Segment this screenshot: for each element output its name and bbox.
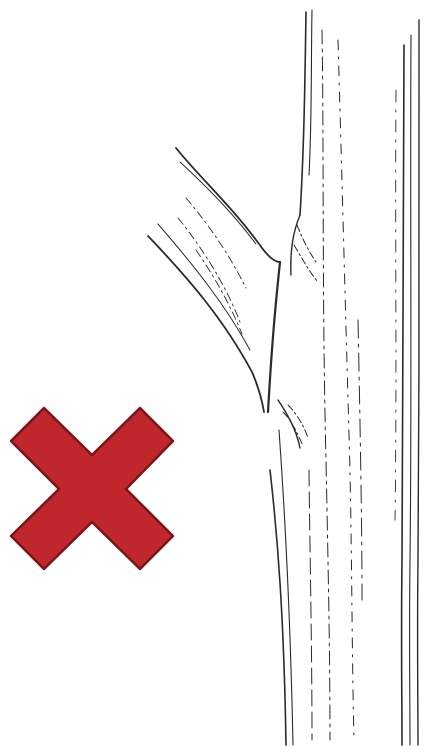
bark-line-2 — [338, 40, 354, 740]
bark-line-4 — [309, 470, 312, 740]
trunk-left-edge-upper — [300, 12, 306, 215]
cut-branch-stub — [148, 148, 280, 412]
branch-collar-lower — [278, 400, 300, 448]
branch-top-edge — [176, 148, 280, 262]
trunk-right-edge-2 — [410, 35, 411, 745]
red-x-shape — [11, 408, 173, 569]
trunk-left-edge-lower — [270, 470, 286, 745]
bark-line-3 — [358, 320, 362, 600]
branch-top-edge-2 — [180, 162, 256, 244]
branch-cut-face — [268, 262, 280, 412]
collar-bark-lines — [283, 225, 318, 444]
bark-line-right — [395, 90, 396, 520]
trunk-left-edge-lower-2 — [279, 430, 293, 745]
trunk-right-edge — [402, 45, 404, 745]
trunk-left-edge-upper-2 — [309, 10, 312, 175]
bark-line-1 — [322, 30, 330, 740]
branch-bottom-edge — [148, 236, 264, 412]
branch-collar-upper — [291, 215, 300, 275]
tree-trunk — [270, 10, 419, 745]
branch-bottom-edge-2 — [158, 224, 250, 350]
trunk-right-edge-3 — [418, 20, 419, 745]
red-x-icon — [11, 408, 173, 569]
